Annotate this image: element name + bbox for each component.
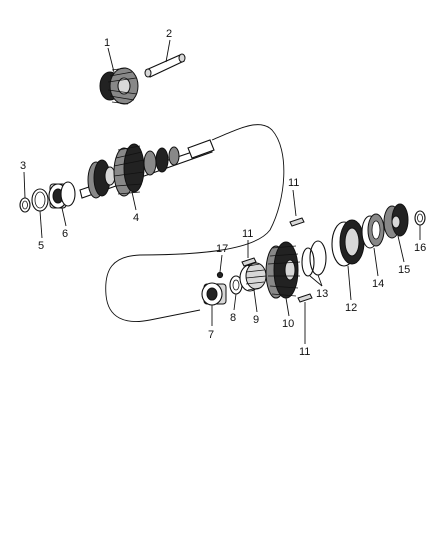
snap-ring-part-3 [19,197,31,213]
gear-part-15 [383,203,409,239]
washer-part-5 [31,188,49,212]
assembly-boundary-curve [105,124,285,322]
callout-17: 17 [216,243,228,255]
pin-part-2 [144,53,186,78]
bearing-part-6 [48,181,76,209]
callout-5: 5 [38,240,44,252]
callout-1: 1 [104,37,110,49]
callout-14: 14 [372,278,384,290]
key-part-11-middle [241,257,257,267]
callout-2: 2 [166,28,172,40]
callout-6: 6 [62,228,68,240]
callout-10: 10 [282,318,294,330]
callout-12: 12 [345,302,357,314]
snap-ring-part-16 [414,210,426,226]
callout-11-lower: 11 [299,346,310,358]
callout-9: 9 [253,314,259,326]
thrust-washer-part-8 [229,275,243,295]
gear-part-1 [99,67,139,105]
callout-15: 15 [398,264,410,276]
callout-3: 3 [20,160,26,172]
callout-7: 7 [208,329,214,341]
callout-4: 4 [133,212,139,224]
key-part-11-lower [297,293,313,303]
mainshaft-part-4 [79,139,215,199]
snap-rings-part-13 [301,240,327,277]
callout-16: 16 [414,242,426,254]
key-part-11-upper [289,217,305,227]
callout-11-middle: 11 [242,228,253,240]
ball-part-17 [216,271,224,279]
synchronizer-sleeve-part-12 [331,219,365,267]
bearing-part-7 [201,282,227,306]
gear-part-10 [265,241,301,299]
blocker-ring-part-14 [361,213,385,249]
callout-13: 13 [316,288,328,300]
callout-11-upper: 11 [288,177,299,189]
leader-lines [23,39,421,344]
callout-8: 8 [230,312,236,324]
callout-labels: 1 2 3 4 5 6 7 8 9 10 11 11 11 12 13 14 1… [20,28,426,358]
needle-bearing-part-9 [239,262,267,292]
